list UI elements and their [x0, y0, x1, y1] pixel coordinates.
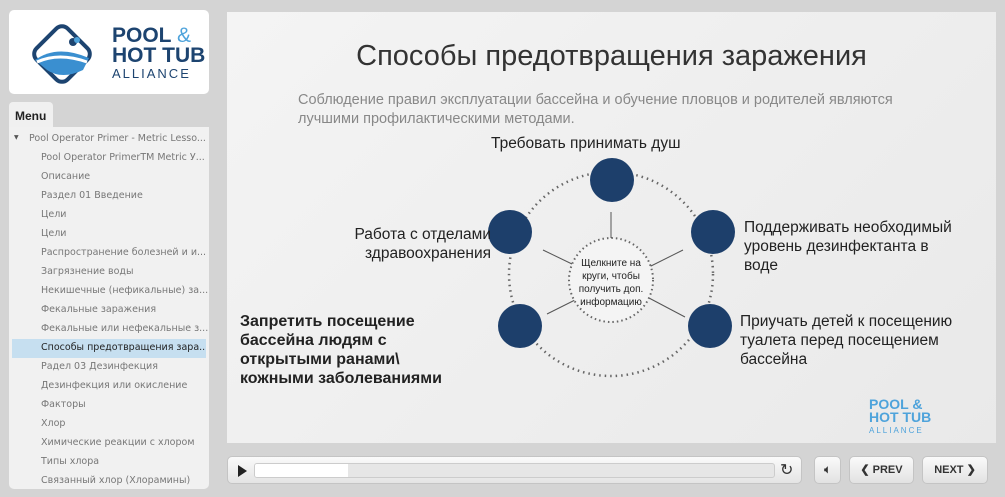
center-text: Щелкните на круги, чтобы получить доп. и… — [578, 258, 644, 308]
menu-item[interactable]: Pool Operator Primer - Metric Lesso... — [9, 130, 209, 149]
next-button[interactable]: NEXT ❯ — [922, 456, 988, 484]
hotspot-right-top[interactable] — [691, 210, 735, 254]
menu-item[interactable]: Раздел 01 Введение — [41, 190, 143, 201]
label-top: Требовать принимать душ — [491, 135, 681, 152]
menu-item[interactable]: Распространение болезней и и... — [41, 247, 207, 258]
menu-item[interactable]: Факторы — [41, 399, 86, 410]
menu-item[interactable]: Типы хлора — [41, 456, 100, 467]
slide: Способы предотвращения заражения Соблюде… — [227, 12, 996, 443]
hotspot-left-top[interactable] — [488, 210, 532, 254]
diagram — [488, 158, 735, 378]
menu-item[interactable]: Pool Operator PrimerTM Metric У... — [41, 152, 205, 163]
menu-item[interactable]: Связанный хлор (Хлорамины) — [41, 475, 191, 486]
center-circle — [568, 237, 654, 323]
slide-subtitle: Соблюдение правил эксплуатации бассейна … — [298, 92, 893, 127]
logo-line1: POOL — [112, 24, 172, 47]
hotspot-left-bottom[interactable] — [498, 304, 542, 348]
slide-title: Способы предотвращения заражения — [356, 40, 867, 72]
menu-item[interactable]: Способы предотвращения зара... — [12, 339, 206, 358]
menu-item[interactable]: Фекальные заражения — [41, 304, 157, 315]
menu-item[interactable]: Хлор — [41, 418, 66, 429]
menu-item[interactable]: Радел 03 Дезинфекция — [41, 361, 158, 372]
menu-item[interactable]: Цели — [41, 209, 67, 220]
menu-item[interactable]: Описание — [41, 171, 91, 182]
label-right-top: Поддерживать необходимый уровень дезинфе… — [744, 219, 952, 274]
speaker-icon: 🔈︎ — [824, 464, 831, 476]
volume-button[interactable]: 🔈︎ — [814, 456, 841, 484]
play-icon[interactable] — [238, 465, 247, 477]
hotspot-top[interactable] — [590, 158, 634, 202]
prev-button[interactable]: ❮ PREV — [849, 456, 914, 484]
label-left-top: Работа с отделами здравоохранения — [354, 226, 491, 262]
menu-tab[interactable]: Menu — [9, 102, 53, 128]
logo-line3: ALLIANCE — [112, 66, 191, 81]
label-left-bottom: Запретить посещение бассейна людям с отк… — [240, 313, 442, 387]
menu-item[interactable]: Цели — [41, 228, 67, 239]
menu-item[interactable]: Химические реакции с хлором — [41, 437, 195, 448]
logo-amp: & — [176, 24, 191, 47]
progress-track[interactable] — [254, 463, 775, 478]
progress-fill — [255, 464, 349, 477]
hotspot-right-bottom[interactable] — [688, 304, 732, 348]
logo-icon — [32, 24, 92, 84]
replay-icon[interactable]: ↻ — [780, 462, 794, 479]
playback-bar: ↻ — [227, 456, 802, 484]
menu-item[interactable]: Загрязнение воды — [41, 266, 134, 277]
menu-list: Pool Operator Primer - Metric Lesso... Po… — [9, 127, 209, 489]
menu-item[interactable]: Дезинфекция или окисление — [41, 380, 188, 391]
logo-line2: HOT TUB — [112, 44, 206, 67]
menu-item[interactable]: Фекальные или нефекальные з... — [41, 323, 209, 334]
label-right-bottom: Приучать детей к посещению туалета перед… — [740, 313, 953, 368]
menu-item[interactable]: Некишечные (нефикальные) за... — [41, 285, 209, 296]
